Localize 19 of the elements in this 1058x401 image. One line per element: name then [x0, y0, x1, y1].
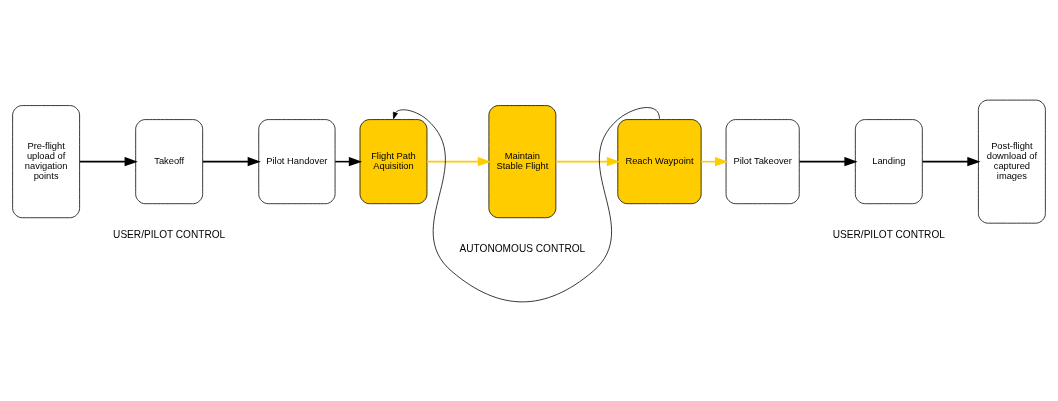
arrow [798, 156, 858, 166]
node-box: Landing [854, 118, 923, 204]
node-box: Reach Waypoint [617, 118, 702, 204]
arrow [555, 156, 621, 166]
label: USER/PILOT CONTROL [832, 228, 945, 239]
node-box: Pre-flight upload of navigation points [12, 104, 80, 218]
label: AUTONOMOUS CONTROL [459, 242, 586, 254]
node-box: Maintain Stable Flight [488, 104, 557, 218]
arrow [426, 156, 492, 166]
node-box: Pilot Handover [258, 118, 336, 204]
node-box: Flight Path Aquisition [359, 118, 428, 204]
node-box: Takeoff [135, 118, 204, 204]
arrow [392, 106, 660, 302]
label: USER/PILOT CONTROL [113, 228, 226, 239]
arrow [921, 156, 981, 166]
node-box: Pilot Takeover [725, 118, 800, 204]
arrow [202, 156, 261, 166]
arrow [79, 156, 138, 166]
node-box: Post-flight download of captured images [978, 99, 1046, 224]
